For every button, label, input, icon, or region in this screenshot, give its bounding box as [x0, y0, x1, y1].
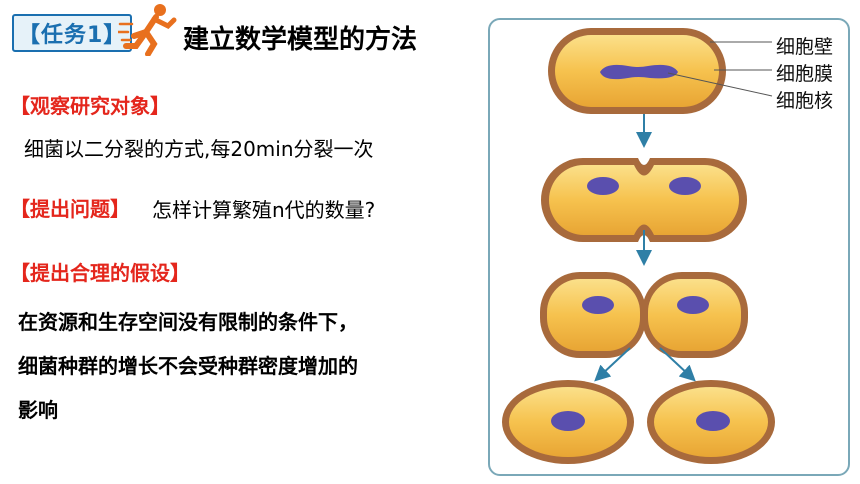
binary-fission-diagram: [502, 28, 775, 464]
nucleus: [582, 296, 614, 314]
observe-text: 细菌以二分裂的方式,每20min分裂一次: [24, 137, 374, 161]
down-arrow-icon: [659, 347, 696, 382]
nucleus: [696, 411, 730, 431]
hypothesis-line-1: 在资源和生存空间没有限制的条件下，: [18, 310, 358, 334]
dividing-cell: [541, 158, 747, 242]
question-text: 怎样计算繁殖n代的数量?: [152, 198, 376, 222]
parent-cell: [548, 28, 726, 114]
nucleus: [677, 296, 709, 314]
daughter-cell-right: [647, 380, 775, 464]
nucleus: [587, 177, 619, 195]
question-heading: 【提出问题】: [10, 197, 130, 221]
observe-heading: 【观察研究对象】: [10, 94, 170, 118]
down-arrow-icon: [594, 347, 631, 382]
label-cell-membrane: 细胞膜: [776, 63, 834, 85]
hypothesis-line-2: 细菌种群的增长不会受种群密度增加的: [18, 354, 358, 378]
nucleus: [669, 177, 701, 195]
task-badge: 【任务1】: [12, 14, 133, 52]
septum-cell: [540, 272, 748, 358]
page-title: 建立数学模型的方法: [183, 25, 418, 55]
label-nucleus: 细胞核: [776, 90, 834, 112]
hypothesis-line-3: 影响: [18, 398, 58, 422]
label-cell-wall: 细胞壁: [776, 36, 834, 58]
task-badge-label: 【任务1】: [18, 23, 127, 48]
nucleus-pointer: [667, 72, 773, 97]
daughter-cell-left: [502, 380, 634, 464]
nucleus: [551, 411, 585, 431]
running-person-icon: [118, 4, 177, 56]
hypothesis-heading: 【提出合理的假设】: [10, 261, 190, 285]
nucleus-elongated: [600, 64, 678, 80]
